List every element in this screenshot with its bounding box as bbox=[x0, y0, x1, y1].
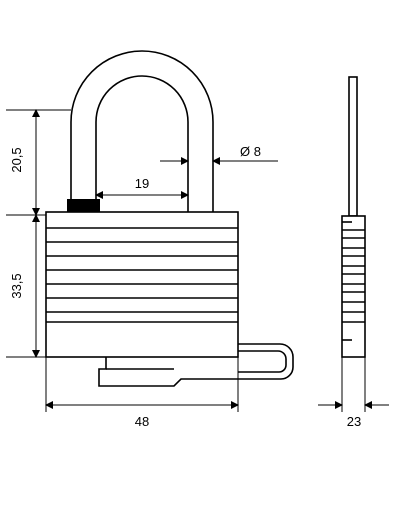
dim-shackle-diameter-label: Ø 8 bbox=[240, 144, 261, 159]
body-ribs bbox=[46, 227, 238, 323]
shackle-outer bbox=[70, 50, 214, 212]
shackle-inner bbox=[95, 75, 189, 212]
dim-body-height-label: 33,5 bbox=[9, 273, 24, 298]
cover-wire-loop bbox=[238, 343, 294, 380]
dim-shackle-height-label: 20,5 bbox=[9, 147, 24, 172]
side-shackle bbox=[348, 76, 358, 217]
front-view bbox=[45, 50, 294, 387]
side-view: 23 bbox=[318, 76, 389, 429]
dim-shackle-inner-label: 19 bbox=[135, 176, 149, 191]
cover-wire-inner bbox=[238, 350, 287, 373]
key-cover bbox=[98, 357, 238, 387]
front-dimensions: 20,5 33,5 19 Ø 8 48 bbox=[6, 109, 278, 429]
dim-body-depth-label: 23 bbox=[347, 414, 361, 429]
shackle-black-band bbox=[67, 199, 100, 212]
side-ribs bbox=[342, 229, 365, 323]
side-body bbox=[341, 215, 366, 358]
dim-body-width-label: 48 bbox=[135, 414, 149, 429]
